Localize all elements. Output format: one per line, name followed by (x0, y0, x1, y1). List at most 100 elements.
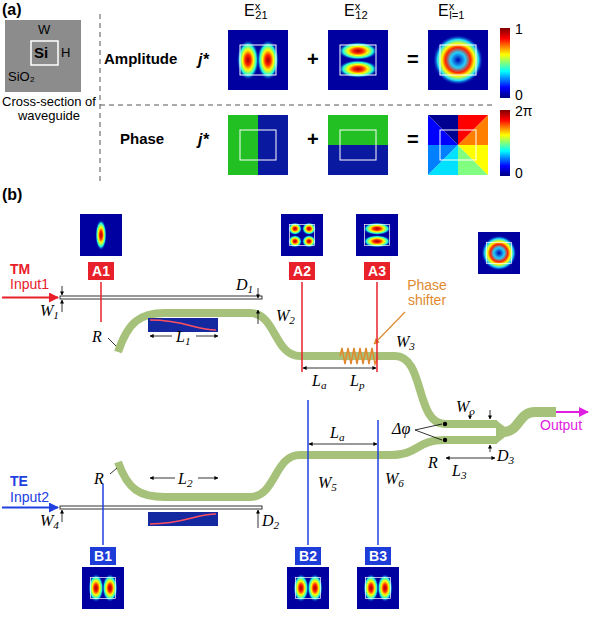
phase-map (228, 115, 288, 175)
section-tag: B3 (365, 547, 391, 565)
mode-map (356, 214, 398, 256)
symbol: L (178, 470, 187, 487)
mode-map (357, 567, 399, 609)
dimension-label: W5 (318, 474, 337, 492)
symbol: D (262, 512, 274, 529)
tag-text: A3 (368, 263, 386, 279)
tag-text: A1 (92, 263, 110, 279)
y-junction (496, 420, 505, 444)
section-line (103, 400, 378, 545)
tag-text: B1 (94, 548, 112, 564)
text-label: + (307, 128, 319, 150)
symbol: W (385, 470, 398, 487)
dimension-label: R (92, 328, 102, 346)
inset-map (148, 512, 218, 526)
symbol: D (236, 276, 248, 293)
text-label: (b) (2, 186, 22, 204)
text-label: Input1 (10, 277, 49, 292)
field-label: Exl=1 (438, 2, 464, 20)
dimension-label: L1 (176, 328, 191, 346)
text-label: j* (198, 131, 209, 149)
text-label: H (61, 46, 70, 60)
subscript: 2 (187, 477, 193, 489)
subscript: 2 (274, 519, 280, 531)
symbol: E (438, 2, 449, 19)
dimension-label: L3 (452, 462, 467, 480)
text-label: Phase shifter (395, 278, 459, 309)
text-label: Cross-section of waveguide (0, 95, 98, 124)
dimension-label: R (94, 470, 104, 488)
symbol: L (312, 372, 321, 389)
subscript: 1 (185, 335, 191, 347)
symbol: W (456, 398, 469, 415)
dimension-label: W3 (396, 333, 415, 351)
dimension-mark (62, 286, 495, 528)
dimension-label: D1 (236, 276, 253, 294)
text-label: TM (10, 262, 30, 277)
dimension-label: W1 (40, 302, 59, 320)
divider (100, 14, 101, 182)
symbol: W (396, 333, 409, 350)
dimension-label: R (428, 454, 438, 472)
section-tag: B1 (90, 547, 116, 565)
mode-map (80, 214, 122, 256)
dimension-label: W6 (385, 470, 404, 488)
text-label: TE (10, 474, 28, 489)
subscript: o (469, 405, 475, 417)
subscript: 5 (331, 481, 337, 493)
subscript: 3 (409, 340, 415, 352)
text-label: j* (198, 51, 209, 69)
divider (100, 105, 495, 106)
subscript: p (359, 379, 365, 391)
tag-text: A2 (293, 263, 311, 279)
dimension-label: La (330, 424, 345, 442)
text-label: Si (34, 45, 48, 62)
arm-dot (443, 422, 447, 426)
text-label: SiO₂ (8, 70, 35, 84)
dimension-label: W4 (40, 512, 59, 530)
dimension-label: L2 (178, 470, 193, 488)
input-arrow (2, 297, 58, 299)
text-label: 0 (515, 88, 523, 103)
field-label: Ex21 (244, 2, 268, 20)
mode-map (82, 567, 124, 609)
subscript: l=1 (449, 9, 464, 21)
core (31, 41, 58, 65)
subscript: 4 (53, 519, 59, 531)
symbol: L (176, 328, 185, 345)
text-label: 0 (515, 166, 523, 181)
colorbar (500, 110, 510, 176)
subscript: 2 (289, 314, 295, 326)
mode-map (478, 232, 520, 274)
input-waveguide (60, 506, 262, 509)
heater-coil (340, 348, 378, 364)
bus-waveguide (118, 313, 556, 497)
tag-text: B2 (299, 548, 317, 564)
mode-map (281, 214, 323, 256)
symbol: W (40, 512, 53, 529)
mode-map (287, 567, 329, 609)
cladding (5, 20, 81, 92)
dimension-label: Δφ (392, 420, 410, 438)
section-tag: A1 (88, 262, 114, 280)
text-label: 2π (515, 104, 532, 119)
subscript: 21 (255, 9, 267, 21)
tag-text: B3 (369, 548, 387, 564)
dimension-label: W2 (276, 307, 295, 325)
dimension-label: La (312, 372, 327, 390)
subscript: a (321, 379, 327, 391)
section-tag: A2 (289, 262, 315, 280)
symbol: L (350, 372, 359, 389)
text-label: + (307, 48, 319, 70)
colorbar (500, 28, 510, 98)
text-label: Output (540, 418, 582, 433)
field-label: Ex12 (344, 2, 368, 20)
dimension-label: Wo (456, 398, 475, 416)
subscript: 3 (461, 469, 467, 481)
symbol: W (318, 474, 331, 491)
text-label: (a) (2, 1, 22, 19)
symbol: W (40, 302, 53, 319)
subscript: a (339, 431, 345, 443)
section-line (101, 282, 377, 372)
